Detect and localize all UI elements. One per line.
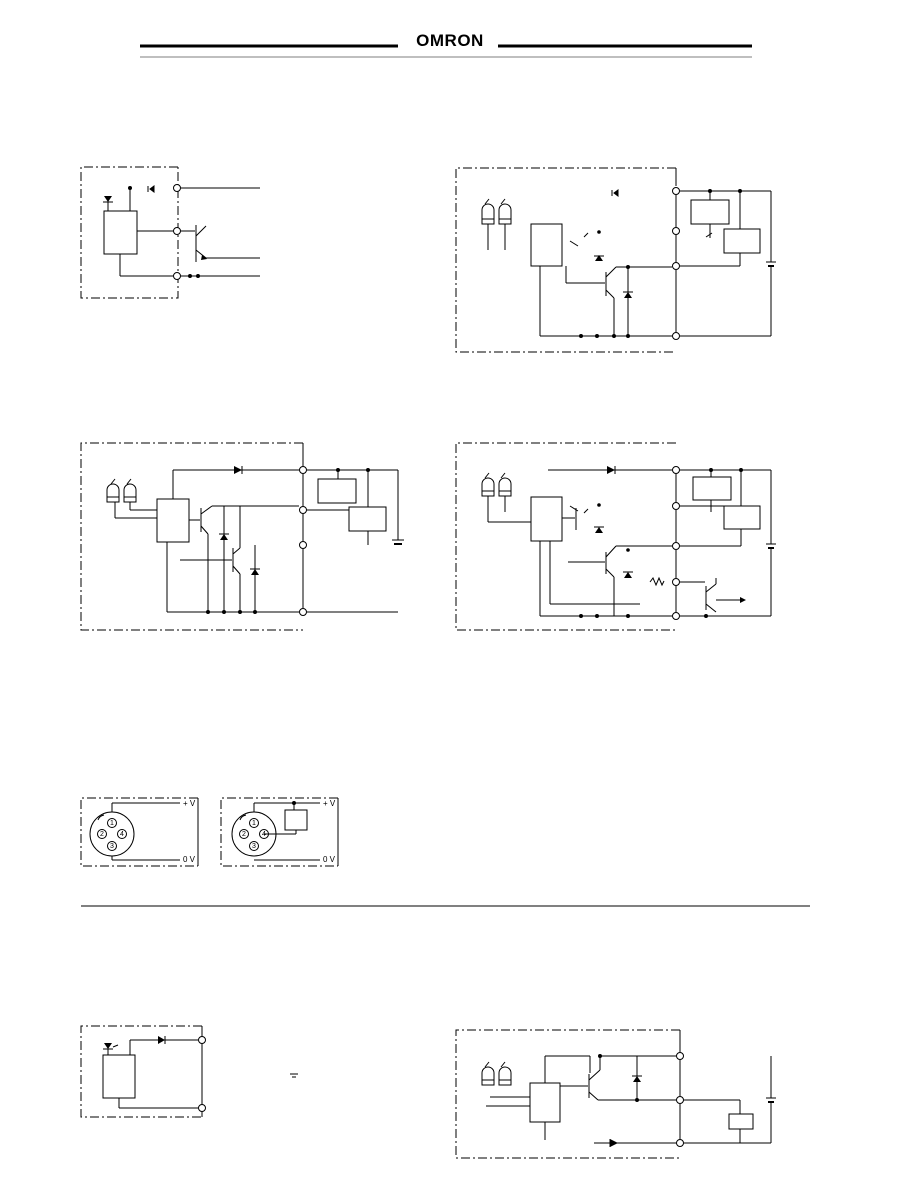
circuit-diagram-1 (80, 166, 260, 299)
connector-right-zero-v-label: 0 V (323, 855, 336, 864)
header-rules (140, 44, 752, 58)
connector-left-plus-v-label: + V (183, 799, 196, 808)
circuit-diagram-4 (455, 442, 776, 631)
connector-left-pin: 1 (110, 820, 114, 827)
circuit-diagram-2 (455, 167, 776, 353)
connector-diagram-left (80, 797, 199, 867)
connector-right-pin: 2 (242, 831, 246, 838)
omron-logo: OMRON (416, 31, 484, 50)
connector-right-pin: 4 (262, 831, 266, 838)
connector-left-pin: 3 (110, 843, 114, 850)
connector-diagram-right (220, 797, 339, 867)
connector-left-pin: 2 (100, 831, 104, 838)
circuit-diagram-6 (455, 1029, 776, 1159)
connector-right-plus-v-label: + V (323, 799, 336, 808)
circuit-diagram-5 (80, 1025, 298, 1118)
connector-left-zero-v-label: 0 V (183, 855, 196, 864)
connector-right-pin: 3 (252, 843, 256, 850)
connector-right-pin: 1 (252, 820, 256, 827)
circuit-diagram-3 (80, 442, 404, 631)
connector-left-pin: 4 (120, 831, 124, 838)
